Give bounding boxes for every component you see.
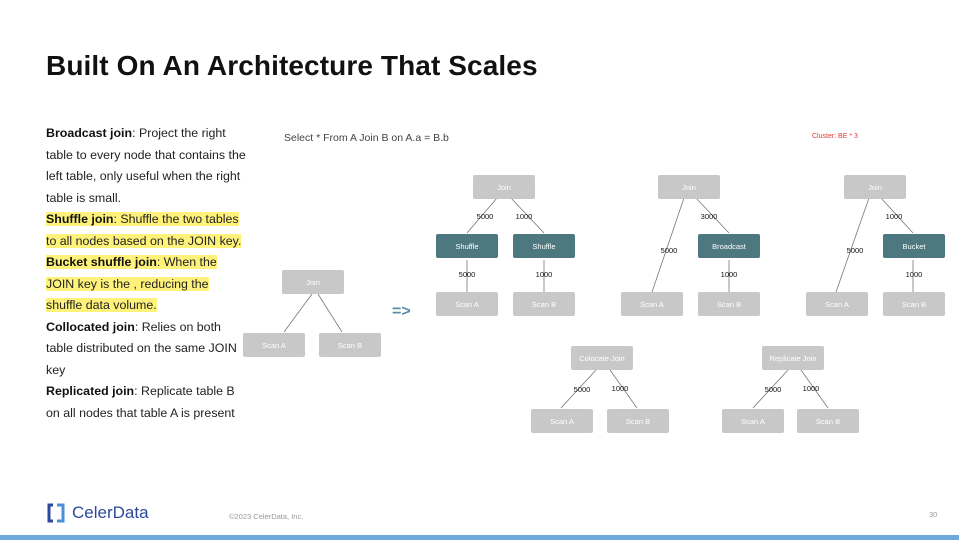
cluster-label: Cluster: BE * 3: [812, 133, 858, 140]
shuffle-plan-count: 1000: [515, 212, 533, 221]
colocate-scan-a-node: Scan A: [531, 409, 593, 433]
shuffle-plan-count: 5000: [476, 212, 494, 221]
broadcast-desc: Broadcast join: Project the right table …: [46, 126, 246, 205]
shuffle-a-node: Shuffle: [436, 234, 498, 258]
replicate-count: 5000: [764, 385, 782, 394]
base-join-node: Join: [282, 270, 344, 294]
base-scan-a-node: Scan A: [243, 333, 305, 357]
join-descriptions: Broadcast join: Project the right table …: [46, 123, 246, 424]
celerdata-logo-icon: [47, 503, 65, 523]
shuffle-plan-scan-b-node: Scan B: [513, 292, 575, 316]
broadcast-plan-count: 5000: [660, 246, 678, 255]
collocated-desc: Collocated join: Relies on both table di…: [46, 319, 237, 377]
shuffle-plan-count: 1000: [535, 270, 553, 279]
bucket-desc: Bucket shuffle join: When the JOIN key i…: [46, 255, 217, 312]
shuffle-b-node: Shuffle: [513, 234, 575, 258]
colocate-scan-b-node: Scan B: [607, 409, 669, 433]
base-scan-b-node: Scan B: [319, 333, 381, 357]
shuffle-plan-scan-a-node: Scan A: [436, 292, 498, 316]
celerdata-logo: CelerData: [46, 503, 149, 523]
replicate-scan-b-node: Scan B: [797, 409, 859, 433]
broadcast-plan-count: 1000: [720, 270, 738, 279]
replicate-join-node: Replicate Join: [762, 346, 824, 370]
bucket-plan-scan-b-node: Scan B: [883, 292, 945, 316]
bucket-node: Bucket: [883, 234, 945, 258]
copyright: ©2023 CelerData, Inc.: [229, 512, 304, 521]
shuffle-desc: Shuffle join: Shuffle the two tables to …: [46, 212, 242, 248]
replicate-scan-a-node: Scan A: [722, 409, 784, 433]
shuffle-plan-count: 5000: [458, 270, 476, 279]
bucket-plan-count: 1000: [905, 270, 923, 279]
bucket-plan-join-node: Join: [844, 175, 906, 199]
bucket-plan-count: 1000: [885, 212, 903, 221]
page-number: 30: [929, 510, 938, 519]
slide-title: Built On An Architecture That Scales: [46, 50, 538, 81]
broadcast-plan-count: 3000: [700, 212, 718, 221]
sql-query: Select * From A Join B on A.a = B.b: [284, 132, 449, 144]
colocate-count: 1000: [611, 384, 629, 393]
logo-text: CelerData: [72, 503, 149, 522]
transform-arrow: =>: [392, 303, 411, 320]
broadcast-plan-scan-b-node: Scan B: [698, 292, 760, 316]
colocate-count: 5000: [573, 385, 591, 394]
bucket-plan-count: 5000: [846, 246, 864, 255]
replicated-desc: Replicated join: Replicate table B on al…: [46, 384, 235, 420]
bucket-plan-scan-a-node: Scan A: [806, 292, 868, 316]
bottom-bar: [0, 535, 959, 540]
broadcast-node: Broadcast: [698, 234, 760, 258]
shuffle-plan-join-node: Join: [473, 175, 535, 199]
broadcast-plan-join-node: Join: [658, 175, 720, 199]
replicate-count: 1000: [802, 384, 820, 393]
colocate-join-node: Colocate Join: [571, 346, 633, 370]
broadcast-plan-scan-a-node: Scan A: [621, 292, 683, 316]
